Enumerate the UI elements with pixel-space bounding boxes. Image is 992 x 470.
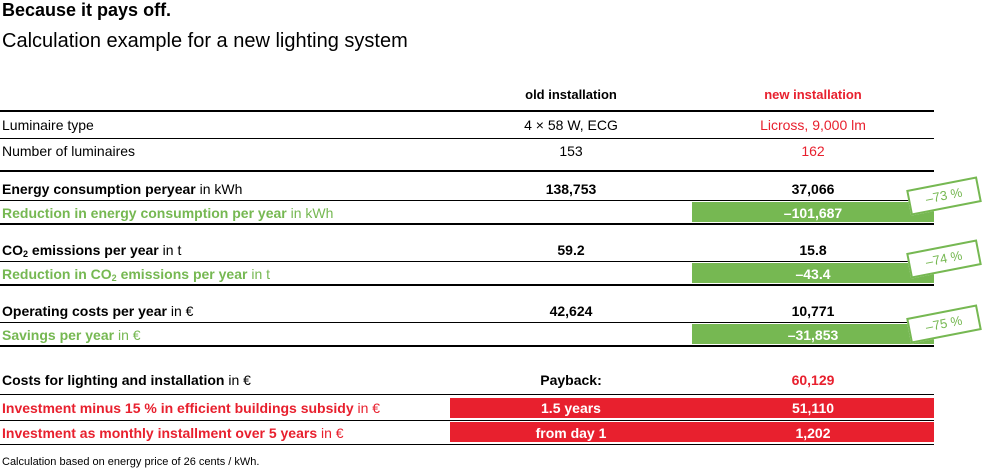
investment-subsidy-old: 1.5 years (541, 400, 601, 416)
operating-label: Operating costs per year in € (2, 303, 193, 319)
co2-reduction-new: –43.4 (795, 266, 831, 282)
investment-monthly-label: Investment as monthly installment over 5… (2, 425, 344, 441)
section-divider (0, 223, 934, 225)
co2-label: CO2 emissions per year in t (2, 242, 181, 259)
page-title: Because it pays off. (2, 0, 172, 20)
energy-reduction-label-text: Reduction in energy consumption per year (2, 205, 287, 221)
energy-old: 138,753 (545, 181, 597, 197)
co2-reduction-highlight (692, 263, 934, 283)
row-divider (0, 420, 934, 421)
num-luminaires-label: Number of luminaires (2, 143, 136, 159)
energy-reduction-unit: in kWh (286, 205, 334, 221)
column-header-new: new installation (764, 87, 862, 102)
section-divider (0, 345, 934, 347)
savings-highlight (692, 324, 934, 344)
costs-label-text: Costs for lighting and installation (2, 372, 225, 388)
column-header-old: old installation (525, 87, 617, 102)
investment-subsidy-highlight (450, 398, 934, 418)
section-divider (0, 284, 934, 286)
num-luminaires-new: 162 (801, 143, 825, 159)
co2-reduction-label: Reduction in CO2 emissions per year in t (2, 266, 270, 283)
energy-label: Energy consumption peryear in kWh (2, 181, 242, 197)
investment-subsidy-label-text: Investment minus 15 % in efficient build… (2, 400, 354, 416)
operating-old: 42,624 (549, 303, 593, 319)
row-divider (0, 138, 934, 139)
investment-monthly-unit: in € (317, 425, 344, 441)
luminaire-type-old: 4 × 58 W, ECG (524, 117, 618, 133)
energy-reduction-label: Reduction in energy consumption per year… (2, 205, 333, 221)
row-divider (0, 261, 934, 262)
row-divider (0, 394, 934, 395)
co2-reduction-label-sub: 2 (111, 273, 117, 283)
operating-label-text: Operating costs per year (2, 303, 167, 319)
costs-new: 60,129 (791, 372, 835, 388)
row-divider (0, 200, 934, 201)
row-divider (0, 444, 934, 445)
savings-label: Savings per year in € (2, 327, 141, 343)
costs-unit: in € (224, 372, 251, 388)
operating-unit: in € (166, 303, 194, 319)
energy-new: 37,066 (791, 181, 835, 197)
header-divider (0, 110, 934, 112)
luminaire-type-label: Luminaire type (2, 117, 94, 133)
co2-label-a: CO (2, 242, 23, 258)
co2-unit: in t (158, 242, 182, 258)
savings-label-text: Savings per year (2, 327, 115, 343)
co2-label-sub: 2 (23, 249, 29, 259)
energy-label-text: Energy consumption peryear (2, 181, 196, 197)
payback-label: Payback: (540, 372, 602, 388)
savings-new: –31,853 (787, 327, 839, 343)
footnote: Calculation based on energy price of 26 … (2, 456, 260, 468)
luminaire-type-new: Licross, 9,000 lm (760, 117, 866, 133)
operating-new: 10,771 (791, 303, 835, 319)
energy-unit: in kWh (195, 181, 243, 197)
costs-label: Costs for lighting and installation in € (2, 372, 251, 388)
investment-monthly-label-text: Investment as monthly installment over 5… (2, 425, 318, 441)
energy-reduction-new: –101,687 (783, 205, 843, 221)
co2-old: 59.2 (557, 242, 585, 258)
investment-subsidy-unit: in € (353, 400, 381, 416)
co2-reduction-label-b: emissions per year (116, 266, 248, 282)
co2-reduction-label-a: Reduction in CO (2, 266, 112, 282)
co2-label-b: emissions per year (28, 242, 159, 258)
energy-reduction-highlight (692, 202, 934, 222)
row-divider (0, 322, 934, 323)
co2-reduction-unit: in t (247, 266, 271, 282)
investment-monthly-highlight (450, 422, 934, 442)
savings-unit: in € (114, 327, 141, 343)
num-luminaires-old: 153 (559, 143, 583, 159)
investment-monthly-new: 1,202 (795, 425, 831, 441)
investment-subsidy-label: Investment minus 15 % in efficient build… (2, 400, 380, 416)
page-subtitle: Calculation example for a new lighting s… (2, 30, 408, 52)
co2-new: 15.8 (799, 242, 827, 258)
investment-monthly-old: from day 1 (535, 425, 607, 441)
investment-subsidy-new: 51,110 (791, 400, 835, 416)
section-divider (0, 170, 934, 172)
